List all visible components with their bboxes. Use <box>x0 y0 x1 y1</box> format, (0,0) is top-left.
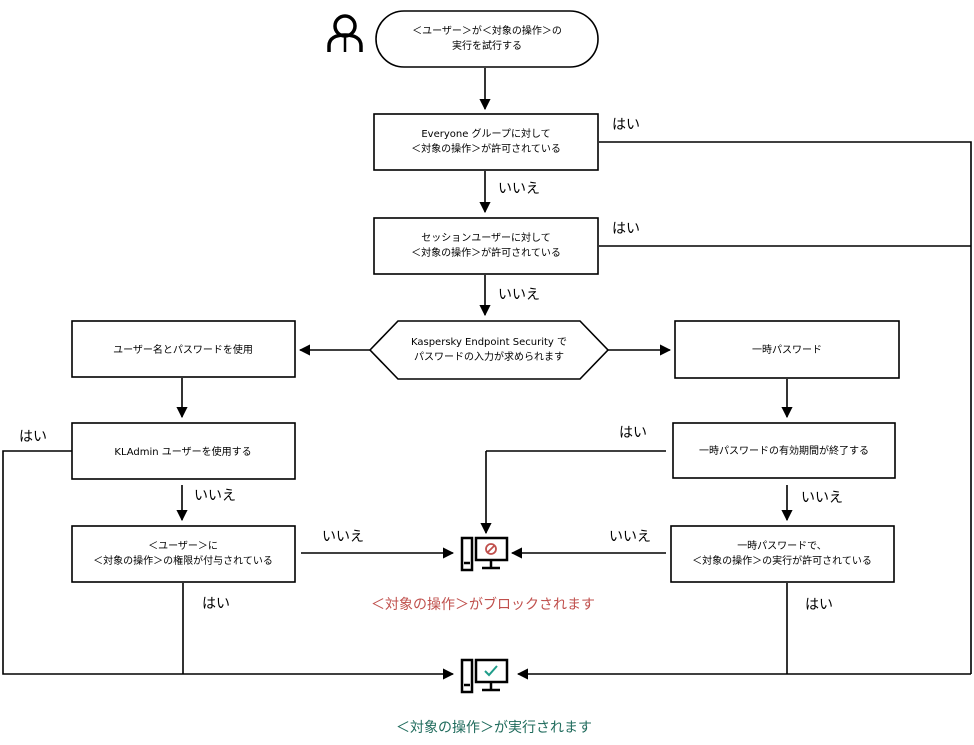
rights-line1: ＜ユーザー＞に <box>148 540 218 552</box>
temp-allowed-line2: ＜対象の操作＞の実行が許可されている <box>692 554 872 567</box>
temp-allowed-box: 一時パスワードで、 ＜対象の操作＞の実行が許可されている <box>670 525 895 583</box>
temp-expired-line1: 一時パスワードの有効期間が終了する <box>699 444 869 457</box>
user-rights-box: ＜ユーザー＞に ＜対象の操作＞の権限が付与されている <box>71 525 296 583</box>
label-temp-allowed-no: いいえ <box>609 529 651 545</box>
everyone-group-check: Everyone グループに対して ＜対象の操作＞が許可されている <box>373 113 599 171</box>
label-kladmin-yes: はい <box>19 429 47 445</box>
start-line2: 実行を試行する <box>452 39 522 52</box>
start-node: ＜ユーザー＞が＜対象の操作＞の 実行を試行する <box>375 10 599 68</box>
label-everyone-no: いいえ <box>498 181 540 197</box>
outcome-blocked-text: ＜対象の操作＞がブロックされます <box>371 596 595 613</box>
temp-password-box: 一時パスワード <box>674 320 900 379</box>
label-temp-allowed-yes: はい <box>805 597 833 613</box>
kes-line2: パスワードの入力が求められます <box>414 350 564 363</box>
line-kladmin-yes <box>2 450 183 675</box>
userpass-line1: ユーザー名とパスワードを使用 <box>113 343 253 356</box>
session-line1: セッションユーザーに対して <box>421 231 551 244</box>
label-expired-yes: はい <box>619 425 647 441</box>
kladmin-line1: KLAdmin ユーザーを使用する <box>114 445 251 458</box>
start-line1: ＜ユーザー＞が＜対象の操作＞の <box>412 24 562 37</box>
computer-allowed-icon <box>460 658 509 694</box>
label-everyone-yes: はい <box>612 117 640 133</box>
label-rights-no: いいえ <box>322 529 364 545</box>
outcome-executed-text: ＜対象の操作＞が実行されます <box>396 720 592 736</box>
kladmin-box: KLAdmin ユーザーを使用する <box>71 422 296 480</box>
username-password-box: ユーザー名とパスワードを使用 <box>71 320 296 378</box>
everyone-line2: ＜対象の操作＞が許可されている <box>411 142 561 155</box>
rights-line2: ＜対象の操作＞の権限が付与されている <box>93 554 273 567</box>
everyone-line1: Everyone グループに対して <box>421 127 550 140</box>
session-line2: ＜対象の操作＞が許可されている <box>411 246 561 259</box>
temp-line1: 一時パスワード <box>752 344 822 356</box>
label-session-no: いいえ <box>498 287 540 303</box>
kes-password-decision: Kaspersky Endpoint Security で パスワードの入力が求… <box>368 320 610 380</box>
line-everyone-yes <box>599 141 972 674</box>
computer-blocked-icon <box>460 536 509 572</box>
user-icon <box>327 14 363 52</box>
label-kladmin-no: いいえ <box>194 488 236 504</box>
session-user-check: セッションユーザーに対して ＜対象の操作＞が許可されている <box>373 217 599 275</box>
temp-allowed-line1: 一時パスワードで、 <box>737 540 827 552</box>
label-expired-no: いいえ <box>801 490 843 506</box>
temp-expired-box: 一時パスワードの有効期間が終了する <box>672 422 896 479</box>
label-rights-yes: はい <box>202 596 230 612</box>
label-session-yes: はい <box>612 221 640 237</box>
kes-line1: Kaspersky Endpoint Security で <box>411 337 567 348</box>
